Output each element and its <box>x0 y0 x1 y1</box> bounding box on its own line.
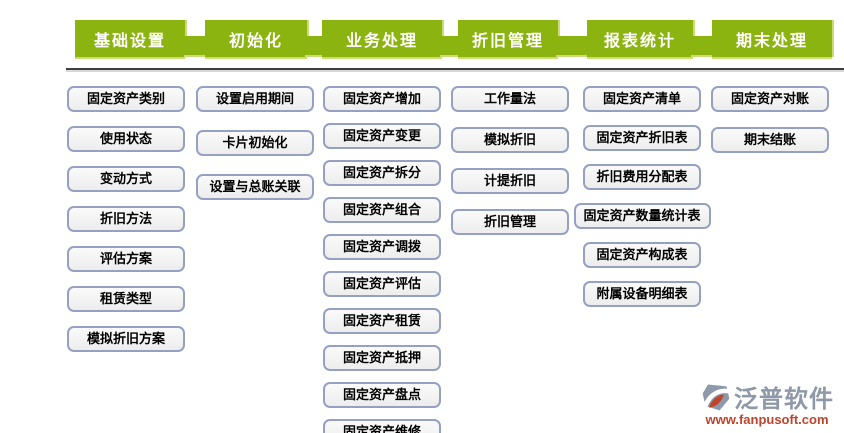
column-report-statistics: 固定资产清单 固定资产折旧表 折旧费用分配表 固定资产数量统计表 固定资产构成表… <box>573 86 711 307</box>
module-item: 固定资产盘点 <box>323 382 441 408</box>
tab-connector <box>305 36 324 55</box>
tab-depreciation-management: 折旧管理 <box>458 20 558 57</box>
module-item: 变动方式 <box>67 166 185 192</box>
module-item: 固定资产对账 <box>711 86 829 112</box>
module-item: 固定资产租赁 <box>323 308 441 334</box>
module-item: 工作量法 <box>451 86 569 112</box>
tab-initialization: 初始化 <box>205 20 307 57</box>
module-item: 固定资产拆分 <box>323 160 441 186</box>
module-item: 固定资产调拨 <box>323 234 441 260</box>
module-item: 模拟折旧方案 <box>67 326 185 352</box>
fanpu-watermark: 泛普软件 www.fanpusoft.com <box>700 379 834 427</box>
module-item: 折旧方法 <box>67 206 185 232</box>
module-item: 评估方案 <box>67 246 185 272</box>
tab-basic-settings: 基础设置 <box>75 20 185 57</box>
module-item: 期末结账 <box>711 127 829 153</box>
module-item: 固定资产折旧表 <box>583 125 701 151</box>
module-item: 固定资产构成表 <box>583 242 701 268</box>
module-item: 固定资产抵押 <box>323 345 441 371</box>
column-business-processing: 固定资产增加 固定资产变更 固定资产拆分 固定资产组合 固定资产调拨 固定资产评… <box>314 86 450 433</box>
module-item: 折旧费用分配表 <box>583 164 701 190</box>
module-item: 固定资产增加 <box>323 86 441 112</box>
module-item: 卡片初始化 <box>196 130 314 156</box>
fanpu-logo-icon <box>700 381 732 413</box>
brand-url: www.fanpusoft.com <box>705 412 829 427</box>
module-item: 固定资产类别 <box>67 86 185 112</box>
tab-connector <box>440 36 460 55</box>
module-item: 固定资产变更 <box>323 123 441 149</box>
tab-connector <box>691 36 714 55</box>
module-item: 固定资产数量统计表 <box>573 203 711 229</box>
module-item: 固定资产清单 <box>583 86 701 112</box>
module-item: 使用状态 <box>67 126 185 152</box>
module-item: 计提折旧 <box>451 168 569 194</box>
tab-business-processing: 业务处理 <box>322 20 442 57</box>
module-item: 设置与总账关联 <box>196 174 314 200</box>
module-item: 附属设备明细表 <box>583 281 701 307</box>
tab-period-end-processing: 期末处理 <box>712 20 832 57</box>
tab-connector <box>184 36 206 55</box>
module-item: 租赁类型 <box>67 286 185 312</box>
column-basic-settings: 固定资产类别 使用状态 变动方式 折旧方法 评估方案 租赁类型 模拟折旧方案 <box>58 86 194 352</box>
module-item: 模拟折旧 <box>451 127 569 153</box>
column-depreciation-management: 工作量法 模拟折旧 计提折旧 折旧管理 <box>448 86 572 235</box>
column-initialization: 设置启用期间 卡片初始化 设置与总账关联 <box>190 86 320 200</box>
brand-name: 泛普软件 <box>734 386 834 413</box>
column-period-end-processing: 固定资产对账 期末结账 <box>704 86 836 153</box>
module-item: 设置启用期间 <box>196 86 314 112</box>
tab-connector <box>556 36 589 55</box>
module-item: 固定资产维修 <box>323 419 441 433</box>
module-item: 固定资产评估 <box>323 271 441 297</box>
tab-report-statistics: 报表统计 <box>587 20 693 57</box>
module-item: 固定资产组合 <box>323 197 441 223</box>
module-item: 折旧管理 <box>451 209 569 235</box>
header-divider <box>66 68 844 70</box>
